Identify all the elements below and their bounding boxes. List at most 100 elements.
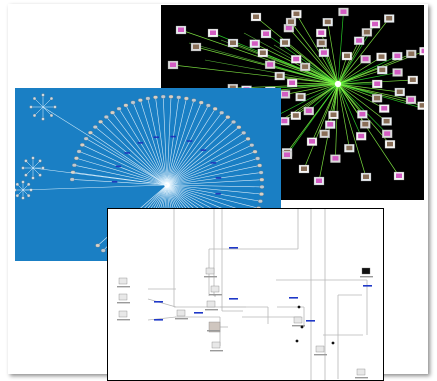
green-edge — [290, 21, 339, 85]
network-node — [167, 60, 179, 70]
green-edge — [327, 22, 339, 85]
radial-edge — [82, 144, 168, 186]
white-flow-svg — [117, 209, 373, 380]
cluster-edge — [42, 98, 52, 108]
radial-node — [100, 248, 106, 253]
radial-edge — [106, 116, 168, 186]
radial-edge — [72, 179, 168, 186]
flow-node-icon — [315, 345, 325, 353]
network-node — [313, 176, 325, 186]
connector-label-mark — [154, 301, 163, 303]
network-node — [227, 38, 239, 48]
connector-label-mark — [194, 312, 203, 314]
green-edge — [288, 27, 339, 85]
green-edge — [337, 83, 388, 135]
node-thumbnail — [230, 40, 236, 45]
node-thumbnail — [297, 94, 304, 100]
flow-node-caption-mark — [360, 276, 373, 278]
node-thumbnail — [379, 67, 386, 73]
flow-node-icon — [361, 267, 371, 275]
connector-label-mark — [289, 297, 298, 299]
radial-edge — [166, 97, 180, 186]
green-edge — [337, 40, 360, 85]
cluster-node — [24, 173, 28, 177]
network-node — [175, 25, 187, 35]
network-node — [360, 172, 372, 182]
node-thumbnail — [318, 30, 325, 35]
node-thumbnail — [386, 141, 393, 147]
node-thumbnail — [359, 111, 366, 117]
node-thumbnail — [330, 112, 337, 117]
node-thumbnail — [394, 69, 401, 75]
network-node — [393, 171, 405, 181]
radial-node — [168, 94, 174, 99]
radial-node — [145, 96, 151, 101]
radial-edge — [166, 165, 260, 186]
radial-edge — [166, 144, 252, 186]
network-node — [249, 39, 260, 48]
flow-node-icon — [211, 341, 221, 349]
flow-connector — [147, 298, 177, 308]
network-node — [190, 42, 202, 52]
flow-node-icon — [208, 321, 221, 333]
radial-edge — [166, 121, 234, 186]
cluster-link — [32, 167, 168, 186]
node-thumbnail — [259, 50, 266, 55]
node-thumbnail — [178, 27, 184, 32]
radial-edge — [166, 102, 202, 186]
network-node — [377, 65, 388, 75]
radial-edge — [132, 102, 168, 186]
radial-node — [76, 149, 82, 154]
radial-node — [231, 120, 236, 124]
flow-node — [355, 368, 368, 379]
edge-label-mark — [111, 180, 118, 183]
network-node — [381, 129, 393, 139]
node-thumbnail — [346, 145, 353, 151]
radial-edge — [166, 98, 187, 186]
green-edge — [337, 83, 400, 177]
edge-label-mark — [215, 192, 221, 195]
network-node — [392, 51, 403, 61]
radial-edge — [118, 108, 168, 186]
radial-edge — [112, 112, 168, 186]
radial-edge — [95, 126, 168, 186]
radial-node — [257, 163, 262, 168]
green-edge — [337, 55, 398, 85]
green-edge — [337, 56, 382, 85]
cluster-node — [41, 117, 45, 121]
green-edge — [337, 83, 367, 178]
green-edge — [270, 83, 339, 92]
edge-label-mark — [200, 149, 207, 151]
green-edge — [255, 16, 339, 85]
node-thumbnail — [293, 11, 300, 17]
flow-node-caption-mark — [204, 276, 217, 278]
edge-label-mark — [186, 140, 193, 142]
flow-node-caption-mark — [314, 354, 327, 356]
radial-edge — [76, 157, 168, 186]
green-edge — [337, 55, 348, 85]
node-thumbnail — [362, 121, 369, 127]
network-node — [328, 110, 339, 120]
flow-diagram-white-panel — [107, 208, 384, 381]
network-node — [344, 144, 355, 153]
green-edge — [337, 83, 378, 99]
network-node — [318, 48, 330, 58]
node-thumbnail — [343, 53, 350, 59]
green-edge — [337, 72, 398, 85]
cluster-node — [31, 156, 35, 160]
cluster-node — [31, 176, 35, 180]
flow-node-caption-mark — [117, 302, 130, 304]
node-thumbnail — [409, 77, 416, 82]
flow-node — [210, 341, 223, 352]
network-node — [295, 92, 306, 102]
flow-node-icon — [293, 316, 303, 324]
cluster-edge — [34, 98, 44, 108]
green-edge — [296, 13, 339, 85]
network-node — [419, 47, 424, 56]
network-node — [371, 94, 383, 103]
radial-edge — [166, 100, 195, 186]
network-node — [361, 28, 373, 37]
network-node — [384, 140, 396, 149]
radial-node — [255, 156, 260, 161]
node-thumbnail — [374, 95, 381, 101]
